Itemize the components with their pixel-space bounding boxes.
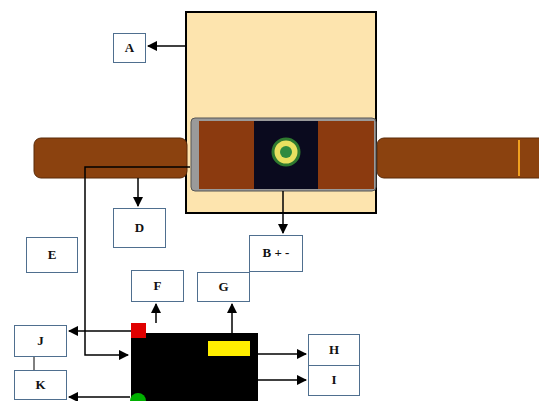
module-center [254,121,318,189]
leader-lines [69,46,306,397]
callout-label: B + - [249,235,303,272]
yellow-display [208,341,250,356]
callout-label: E [26,237,78,273]
callout-letter: K [35,378,45,392]
callout-letter: A [125,41,134,55]
callout-label: G [197,272,250,302]
callout-letter: F [154,279,162,293]
callout-letter: H [329,343,339,357]
right-strap [377,138,539,178]
logo-center [280,146,292,158]
callout-label: A [113,33,146,63]
callout-letter: B + - [263,246,290,260]
connector-line [34,357,35,370]
leader-f [155,304,157,323]
red-indicator [131,323,146,338]
leader-a [148,45,186,47]
leader-k [69,396,130,398]
leader-i [258,379,306,381]
callout-label: K [14,370,67,400]
callout-label: D [113,208,166,248]
leader-d [137,178,139,206]
callout-letter: G [218,280,228,294]
left-strap [34,138,187,178]
callout-letter: I [331,373,336,387]
leader-g [231,304,233,341]
callout-letter: J [37,334,44,348]
callout-letter: E [48,248,57,262]
module-frame [191,118,376,191]
callout-label: I [308,365,360,396]
leader-h [258,353,306,355]
green-indicator [130,393,146,401]
callout-letter: D [135,221,144,235]
callout-label: H [308,334,360,366]
control-box [131,333,258,401]
module-right-pad [318,121,374,189]
logo [273,139,299,165]
callout-label: J [14,325,67,357]
top-panel [186,12,376,213]
leader-j [69,330,131,332]
wire-e [85,167,190,355]
strap-mark [518,140,520,176]
callout-label: F [131,270,184,302]
module-left-pad [199,121,254,189]
leader-b [282,191,284,233]
